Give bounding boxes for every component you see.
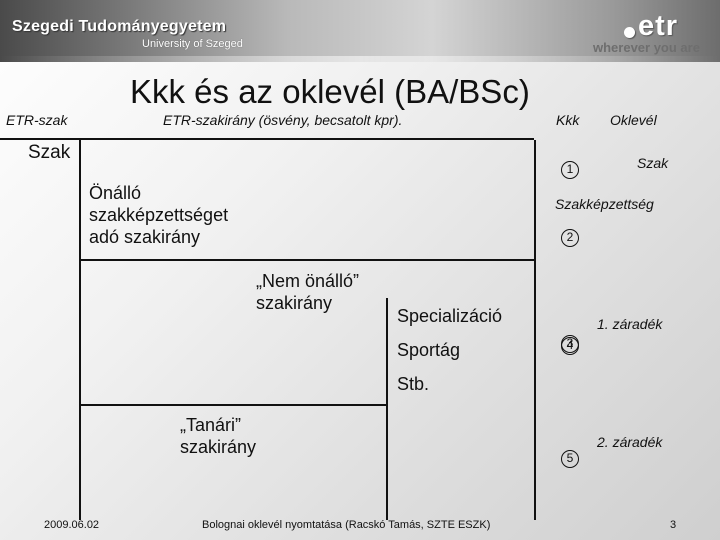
marker-4-icon: 4 (561, 337, 579, 355)
page-number: 3 (670, 519, 677, 531)
grid-line-middle (81, 259, 534, 261)
column-header-etr-szak: ETR-szak (6, 112, 68, 128)
column-header-kkk: Kkk (556, 112, 580, 128)
footer-caption: Bolognai oklevél nyomtatása (Racskó Tamá… (202, 519, 491, 531)
grid-line-lower (81, 404, 386, 406)
etr-logo-dot-icon (624, 27, 635, 38)
column-header-etr-szakirany: ETR-szakirány (ösvény, becsatolt kpr). (163, 112, 403, 128)
row-label-onallo-line-3: adó szakirány (89, 227, 201, 247)
row-label-tanari-line-1: „Tanári” (180, 415, 242, 435)
grid-line-right (534, 140, 536, 520)
row-label-onallo: Önálló szakképzettséget adó szakirány (89, 182, 228, 248)
oklevel-item-szakkepzettseg: Szakképzettség (555, 196, 654, 212)
row-label-onallo-line-1: Önálló (89, 183, 142, 203)
university-subtitle: University of Szeged (142, 38, 243, 50)
row-label-onallo-line-2: szakképzettséget (89, 205, 229, 225)
column-header-oklevel: Oklevél (610, 112, 657, 128)
header-band: Szegedi Tudományegyetem University of Sz… (0, 0, 720, 62)
oklevel-item-zaradek-1: 1. záradék (597, 316, 663, 332)
footer-date: 2009.06.02 (44, 519, 100, 531)
row-label-tanari: „Tanári” szakirány (180, 414, 256, 458)
row-label-stb: Stb. (397, 374, 430, 394)
grid-line-left (79, 140, 81, 520)
marker-1-icon: 1 (561, 161, 579, 179)
row-label-nem-onallo-line-2: szakirány (256, 293, 333, 313)
grid-line-top (0, 138, 534, 140)
marker-5-icon: 5 (561, 450, 579, 468)
oklevel-item-szak: Szak (637, 155, 669, 171)
grid-line-inner (386, 298, 388, 520)
row-label-tanari-line-2: szakirány (180, 437, 257, 457)
row-label-szak: Szak (28, 142, 71, 163)
slide-title: Kkk és az oklevél (BA/BSc) (130, 73, 530, 110)
oklevel-item-zaradek-2: 2. záradék (597, 434, 663, 450)
marker-2-icon: 2 (561, 229, 579, 247)
etr-logo-tagline: wherever you are (593, 40, 700, 55)
row-label-sportag: Sportág (397, 340, 461, 360)
row-label-specializacio: Specializáció (397, 306, 503, 326)
row-label-nem-onallo: „Nem önálló” szakirány (256, 270, 359, 314)
row-label-nem-onallo-line-1: „Nem önálló” (256, 271, 360, 291)
etr-logo: etr (638, 10, 679, 42)
university-name: Szegedi Tudományegyetem (12, 18, 227, 35)
